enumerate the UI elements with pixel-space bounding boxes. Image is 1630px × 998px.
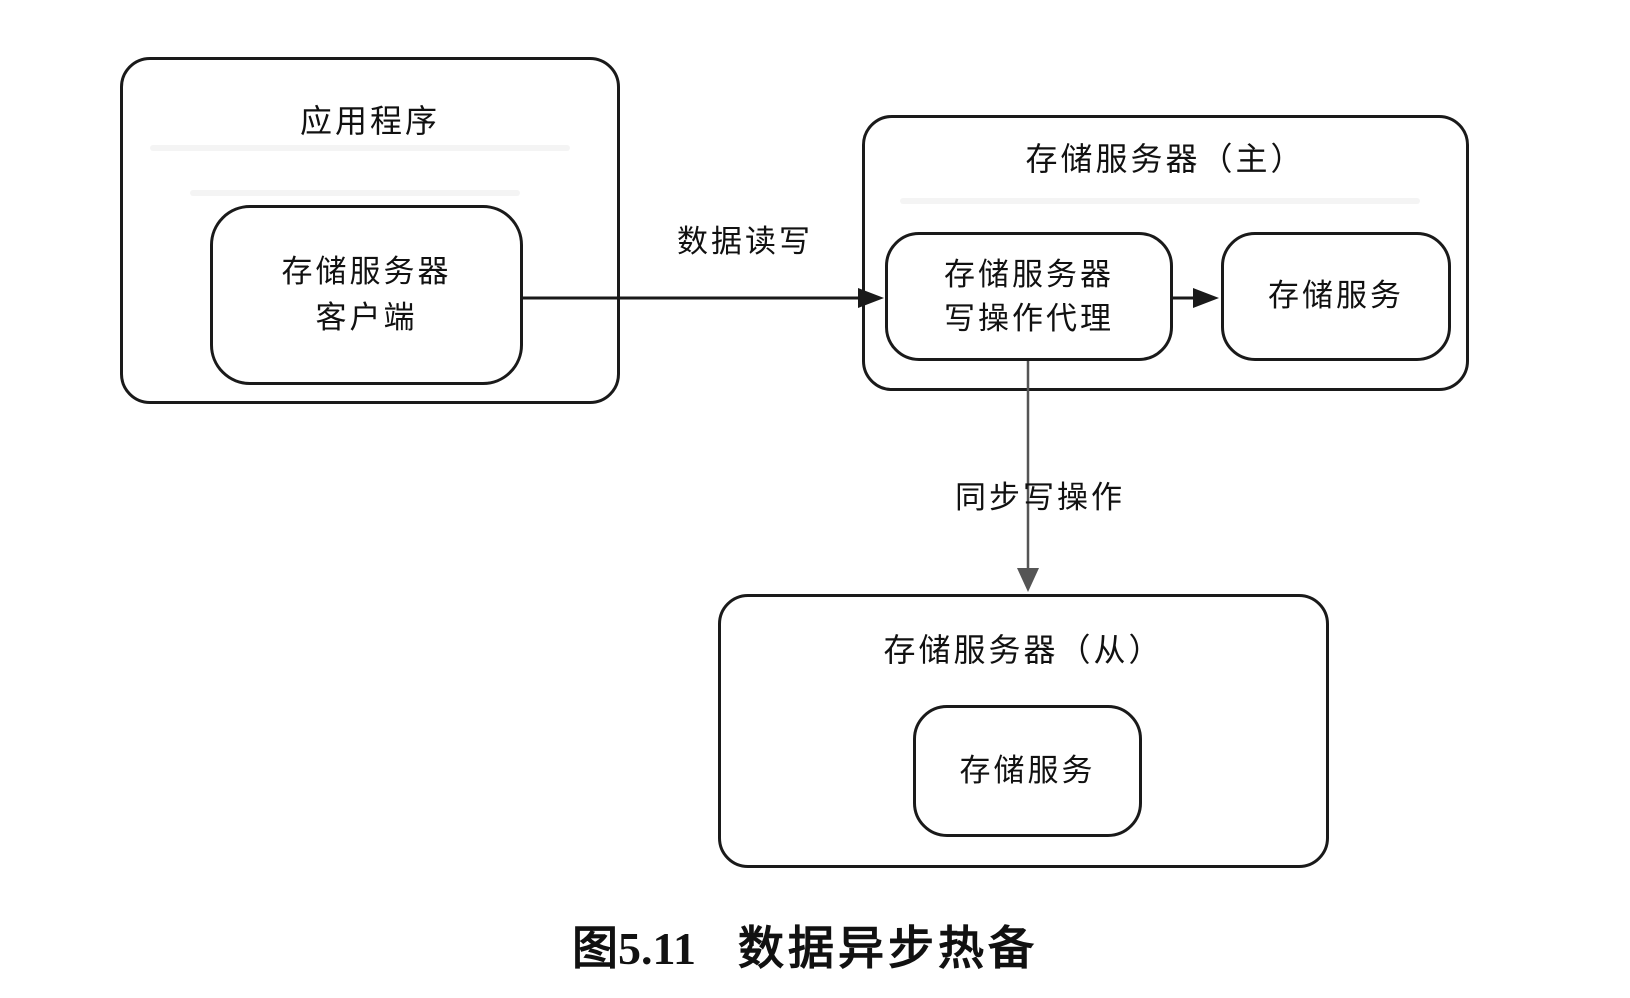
master-storage-service-box [1221, 232, 1451, 361]
storage-client-label-line1: 存储服务器 [281, 253, 452, 289]
write-proxy-label-line2: 写操作代理 [944, 300, 1114, 336]
figure-caption-number: 图5.11 [572, 923, 696, 974]
edge-sync-write-label: 同步写操作 [955, 480, 1125, 515]
write-proxy-label-line1: 存储服务器 [944, 257, 1114, 293]
write-proxy-box [885, 232, 1173, 361]
slave-storage-service-box [913, 705, 1142, 837]
storage-client-label: 存储服务器 客户端 [210, 205, 523, 385]
write-proxy-label: 存储服务器 写操作代理 [885, 232, 1173, 361]
storage-client-box [210, 205, 523, 385]
master-server-box-title: 存储服务器（主） [1025, 141, 1306, 177]
edge-data-rw-label: 数据读写 [677, 224, 813, 259]
slave-storage-service-text: 存储服务 [959, 752, 1096, 788]
scan-streak [190, 190, 520, 196]
figure-caption-title: 数据异步热备 [737, 923, 1038, 974]
master-storage-service-label: 存储服务 [1221, 232, 1451, 361]
master-storage-service-text: 存储服务 [1268, 278, 1404, 314]
scan-streak [900, 198, 1420, 204]
slave-storage-service-label: 存储服务 [913, 705, 1142, 837]
scan-streak [150, 145, 570, 151]
application-box-title: 应用程序 [299, 103, 440, 139]
edge-sync-write-arrowhead-icon [1017, 568, 1039, 592]
figure-caption: 图5.11 数据异步热备 [0, 912, 1610, 978]
slave-server-box-title: 存储服务器（从） [883, 632, 1164, 668]
storage-client-label-line2: 客户端 [315, 300, 418, 335]
